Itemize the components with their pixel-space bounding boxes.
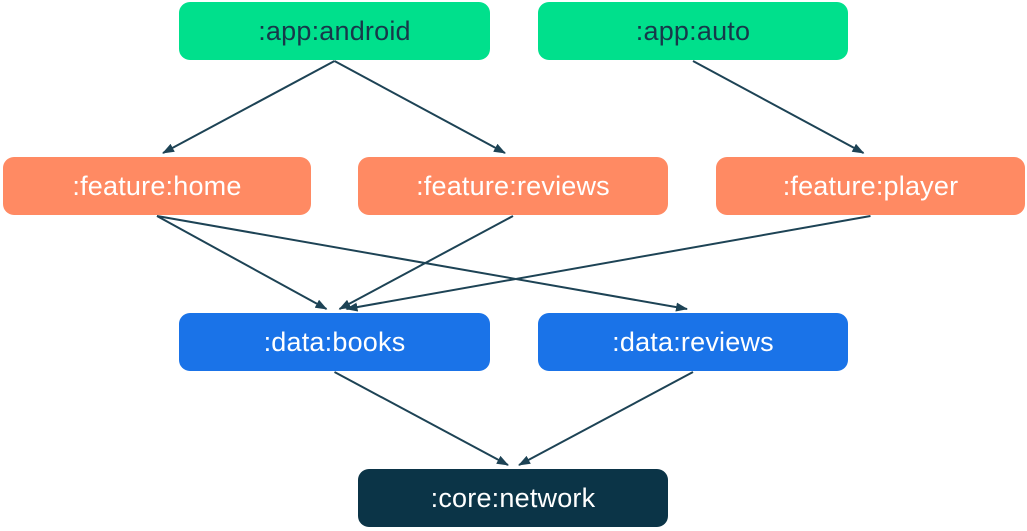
dependency-arrow-feature-player-to-data-books [345, 215, 871, 312]
dependency-arrow-data-books-to-core-network [334, 371, 509, 466]
dependency-arrow-feature-home-to-data-books [156, 215, 328, 310]
node-data-reviews: :data:reviews [538, 313, 848, 371]
node-app-android: :app:android [179, 2, 490, 60]
node-label: :feature:home [72, 170, 242, 201]
node-label: :app:android [258, 15, 411, 46]
node-label: :feature:reviews [416, 170, 610, 201]
dependency-arrow-data-reviews-to-core-network [518, 371, 694, 466]
node-core-network: :core:network [358, 469, 668, 527]
node-label: :feature:player [782, 170, 959, 201]
node-feature-reviews: :feature:reviews [358, 157, 668, 215]
node-label: :data:books [263, 326, 406, 357]
node-data-books: :data:books [179, 313, 490, 371]
node-label: :core:network [430, 482, 596, 513]
node-label: :data:reviews [612, 326, 774, 357]
dependency-arrow-app-android-to-feature-reviews [334, 60, 506, 154]
node-label: :app:auto [635, 15, 751, 46]
dependency-arrow-feature-reviews-to-data-books [338, 215, 514, 310]
dependency-arrow-app-auto-to-feature-player [692, 60, 865, 154]
node-app-auto: :app:auto [538, 2, 848, 60]
node-feature-home: :feature:home [3, 157, 311, 215]
node-feature-player: :feature:player [716, 157, 1025, 215]
dependency-arrow-feature-home-to-data-reviews [156, 215, 688, 312]
dependency-arrow-app-android-to-feature-home [162, 60, 335, 154]
